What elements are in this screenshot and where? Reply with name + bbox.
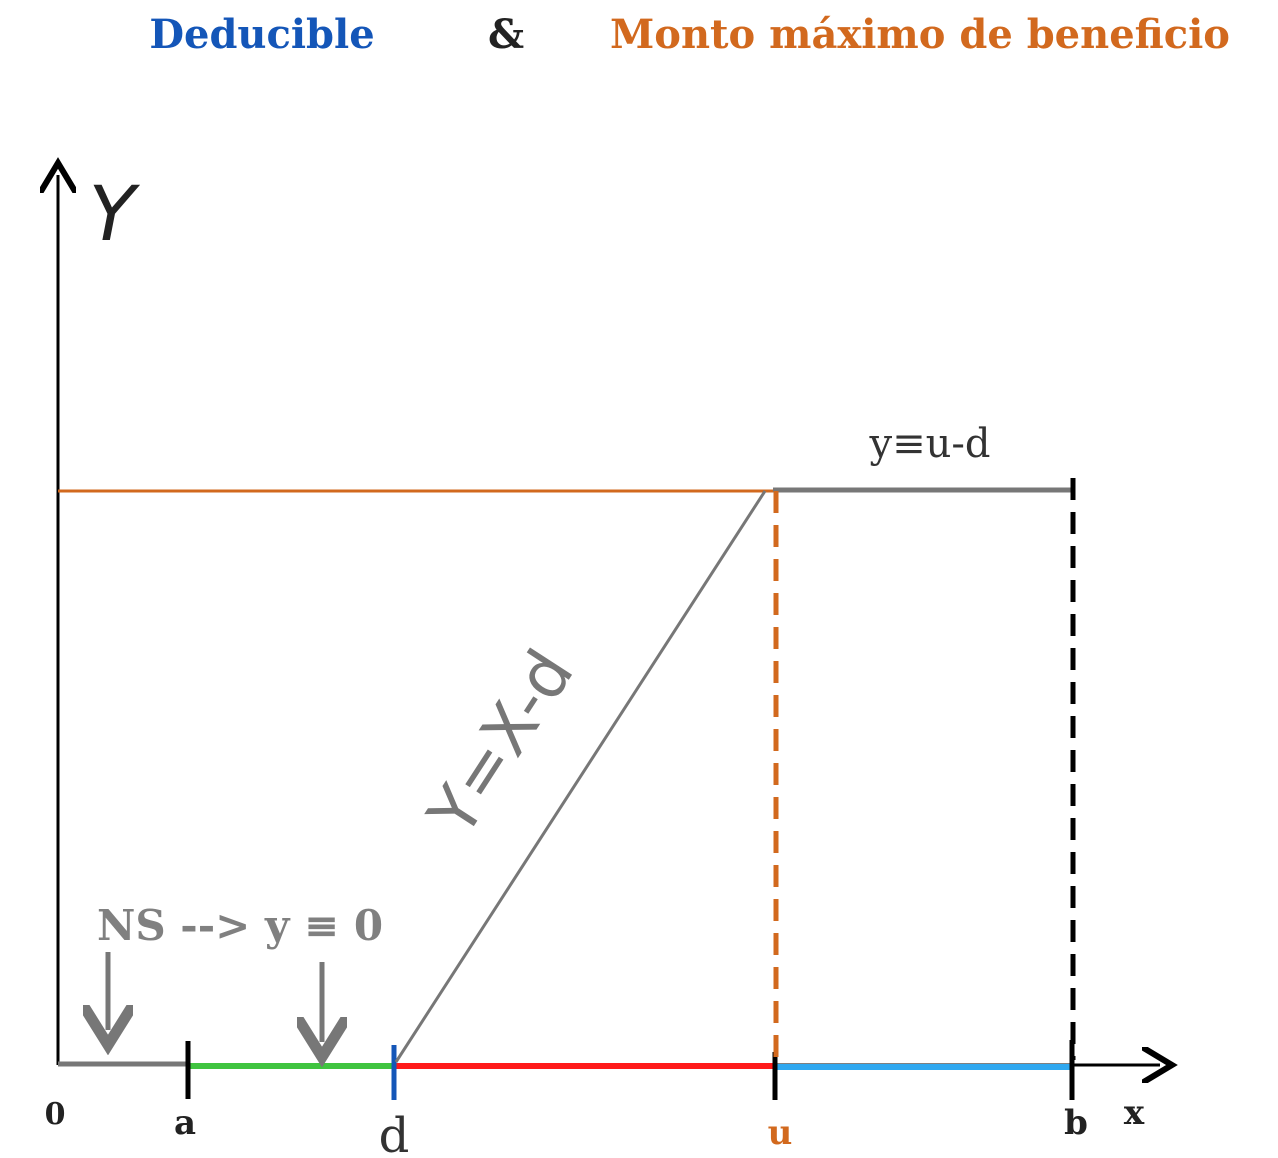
y-axis-label: Y xyxy=(89,169,141,258)
title-monto: Monto máximo de beneficio xyxy=(610,11,1230,58)
label-d: d xyxy=(379,1108,410,1158)
label-b: b xyxy=(1064,1103,1088,1143)
title-deducible: Deducible xyxy=(149,11,374,58)
label-origin: 0 xyxy=(45,1097,66,1132)
label-a: a xyxy=(174,1103,196,1143)
x-axis-label: x xyxy=(1124,1093,1145,1133)
label-u: u xyxy=(768,1113,793,1153)
cap-label: y≡u-d xyxy=(869,421,991,467)
title-ampersand: & xyxy=(488,11,524,58)
slope-label: Y=X-d xyxy=(413,637,589,850)
slope-line xyxy=(394,490,767,1063)
ns-note: NS --> y ≡ 0 xyxy=(97,901,383,950)
